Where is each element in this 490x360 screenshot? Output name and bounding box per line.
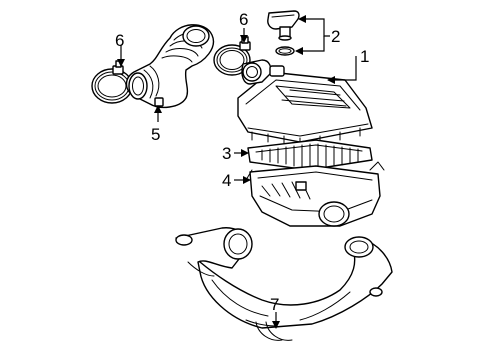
- callout-1: 1: [360, 47, 369, 66]
- leader-lines: [117, 15, 357, 329]
- callout-4: 4: [222, 171, 231, 190]
- callout-6-right: 6: [239, 10, 248, 29]
- air-cleaner-case: [245, 161, 385, 227]
- callout-2: 2: [331, 27, 340, 46]
- callout-3: 3: [222, 144, 231, 163]
- air-filter-element: [247, 139, 373, 171]
- intake-air-duct: [125, 24, 215, 109]
- hose-clamp-right: [213, 36, 251, 76]
- callout-5: 5: [151, 125, 160, 144]
- air-flow-sensor: [267, 10, 300, 56]
- callout-labels: 6 6 5 2 1 3 4 7: [115, 10, 369, 314]
- callout-7: 7: [270, 295, 279, 314]
- air-cleaner-hose: [175, 227, 393, 341]
- callout-6-left: 6: [115, 31, 124, 50]
- air-cleaner-cover: [237, 59, 373, 147]
